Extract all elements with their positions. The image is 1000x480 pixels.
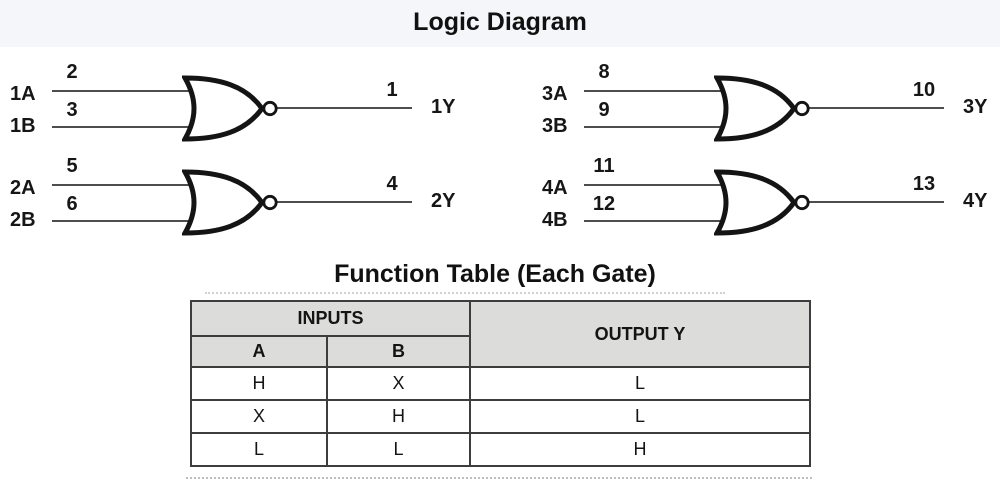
gate2-input-a-pin: 5 bbox=[66, 155, 78, 177]
gate4-input-a-wire bbox=[584, 184, 724, 186]
table-row: H X L bbox=[190, 366, 812, 401]
cell-a: H bbox=[190, 366, 328, 401]
cell-y: L bbox=[469, 399, 812, 434]
gate4-input-b-wire bbox=[584, 220, 724, 222]
nor-gate-icon bbox=[714, 169, 810, 236]
gate4-input-b-pin: 12 bbox=[592, 193, 616, 215]
scan-artifact-dotted-line bbox=[205, 292, 725, 294]
page-header-band bbox=[0, 0, 1000, 47]
gate1-output-wire bbox=[276, 107, 412, 109]
gate4-output-pin: 13 bbox=[912, 173, 936, 195]
cell-a: X bbox=[190, 399, 328, 434]
nor-gate-2: 2A 5 2B 6 4 2Y bbox=[10, 154, 465, 250]
gate2-output-wire bbox=[276, 201, 412, 203]
gate2-input-b-pin: 6 bbox=[66, 193, 78, 215]
gate1-input-a-wire bbox=[52, 90, 192, 92]
nor-gate-1: 1A 2 1B 3 1 1Y bbox=[10, 60, 465, 156]
gate2-input-b-label: 2B bbox=[10, 209, 36, 231]
gate3-input-a-wire bbox=[584, 90, 724, 92]
cell-y: H bbox=[469, 432, 812, 467]
scan-artifact-dotted-line bbox=[186, 477, 812, 479]
gate3-input-b-pin: 9 bbox=[598, 99, 610, 121]
gate3-output-wire bbox=[808, 107, 944, 109]
gate4-output-label: 4Y bbox=[963, 190, 988, 212]
gate4-input-b-label: 4B bbox=[542, 209, 568, 231]
col-a-header-cell: A bbox=[190, 335, 328, 368]
gate3-input-b-label: 3B bbox=[542, 115, 568, 137]
gate2-output-pin: 4 bbox=[386, 173, 398, 195]
gate3-input-b-wire bbox=[584, 126, 724, 128]
gate1-input-b-label: 1B bbox=[10, 115, 36, 137]
gate2-output-label: 2Y bbox=[431, 190, 456, 212]
gate1-input-a-label: 1A bbox=[10, 83, 36, 105]
gate3-output-label: 3Y bbox=[963, 96, 988, 118]
cell-y: L bbox=[469, 366, 812, 401]
gate1-input-b-wire bbox=[52, 126, 192, 128]
gate4-output-wire bbox=[808, 201, 944, 203]
nor-gate-3: 3A 8 3B 9 10 3Y bbox=[542, 60, 997, 156]
gate3-output-pin: 10 bbox=[912, 79, 936, 101]
function-table-title: Function Table (Each Gate) bbox=[334, 260, 656, 288]
gate1-input-a-pin: 2 bbox=[66, 61, 78, 83]
inputs-header-cell: INPUTS bbox=[189, 300, 472, 337]
gate2-input-a-label: 2A bbox=[10, 177, 36, 199]
output-header-cell: OUTPUT Y bbox=[469, 300, 812, 368]
gate4-input-a-pin: 11 bbox=[593, 155, 615, 177]
cell-b: X bbox=[325, 366, 472, 401]
nor-gate-icon bbox=[182, 169, 278, 236]
gate2-input-a-wire bbox=[52, 184, 192, 186]
gate3-input-a-pin: 8 bbox=[598, 61, 610, 83]
cell-a: L bbox=[190, 432, 328, 467]
gate4-input-a-label: 4A bbox=[542, 177, 568, 199]
gate3-input-a-label: 3A bbox=[542, 83, 568, 105]
table-row: L L H bbox=[190, 432, 812, 467]
col-b-header-cell: B bbox=[325, 335, 472, 368]
cell-b: H bbox=[325, 399, 472, 434]
gate1-input-b-pin: 3 bbox=[66, 99, 78, 121]
gate1-output-pin: 1 bbox=[386, 79, 398, 101]
nor-gate-4: 4A 11 4B 12 13 4Y bbox=[542, 154, 997, 250]
page-title: Logic Diagram bbox=[413, 8, 587, 36]
nor-gate-icon bbox=[182, 75, 278, 142]
nor-gate-icon bbox=[714, 75, 810, 142]
gate2-input-b-wire bbox=[52, 220, 192, 222]
table-row: X H L bbox=[190, 399, 812, 434]
cell-b: L bbox=[325, 432, 472, 467]
function-table: INPUTS OUTPUT Y A B H X L X H L L L H bbox=[189, 300, 812, 467]
gate1-output-label: 1Y bbox=[431, 96, 456, 118]
